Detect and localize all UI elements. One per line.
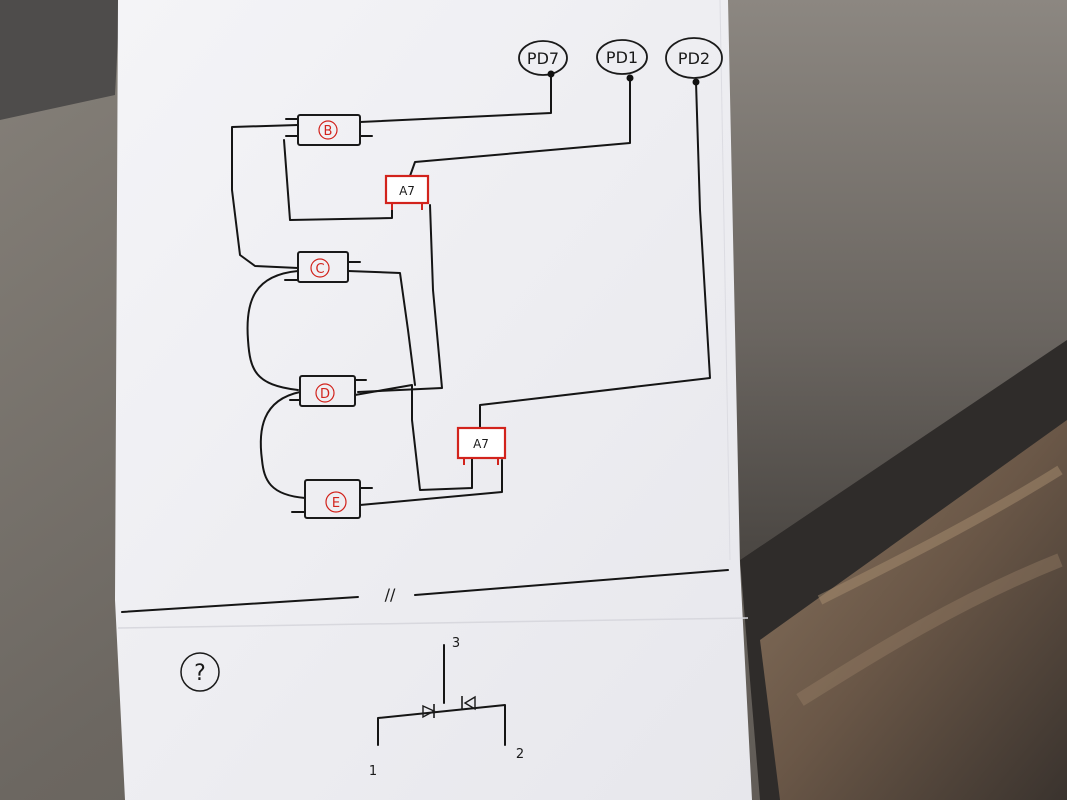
pin-pd2: PD2 [665, 37, 723, 86]
pin-pd7-label: PD7 [527, 49, 559, 68]
terminal-1-label: 1 [369, 764, 377, 779]
mosfet-top-label: A7 [399, 184, 415, 198]
pin-pd7: PD7 [518, 40, 568, 78]
component-b-label: B [324, 124, 333, 139]
component-c: C [297, 251, 349, 283]
question-mark-circle: ? [180, 652, 220, 692]
terminal-3-label: 3 [452, 636, 460, 651]
component-e-label: E [332, 496, 340, 511]
wiring [231, 73, 711, 513]
mosfet-bottom-label: A7 [473, 437, 489, 451]
pin-pd1-label: PD1 [606, 48, 638, 67]
paper-sheet [115, 0, 752, 800]
divider-mark: // [385, 585, 396, 604]
component-e: E [304, 479, 361, 519]
pin-pd1: PD1 [596, 39, 648, 82]
dual-diode-schematic: 3 1 2 [369, 636, 524, 779]
component-d: D [299, 375, 356, 407]
component-d-label: D [320, 387, 330, 402]
terminal-2-label: 2 [516, 747, 524, 762]
question-mark: ? [194, 661, 206, 686]
component-b: B [297, 114, 361, 146]
component-c-label: C [315, 262, 324, 277]
mosfet-bottom: A7 [456, 426, 507, 465]
mosfet-top: A7 [384, 174, 430, 210]
pin-pd2-label: PD2 [678, 49, 710, 68]
section-divider: // [121, 569, 729, 613]
